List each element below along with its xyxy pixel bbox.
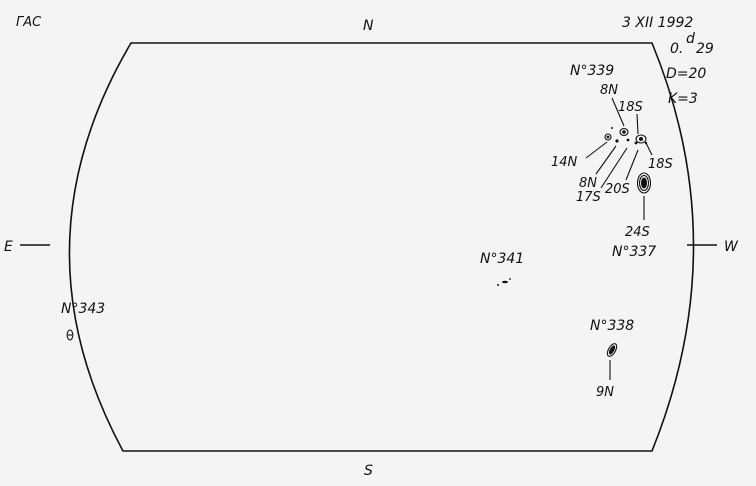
region-339-label: N°339 [570,63,614,79]
leader-17s [600,147,628,189]
spot-label-20s: 20S [605,182,630,197]
sunspot [619,127,629,137]
east-label: E [4,239,13,255]
observatory-label: ГАС [16,15,42,30]
leader-lines [585,97,653,380]
spot-label-14n: 14N [551,155,578,170]
spot-label-8n-lower: 8N [579,176,597,191]
leader-18s-right [645,142,653,156]
sunspot-umbra [641,177,647,189]
leader-14n [585,141,608,159]
sunspot-umbra [622,130,626,134]
phase-superscript: d [686,31,695,47]
sunspot-group-343 [66,329,74,341]
leader-8n-upper [611,97,625,127]
spot-label-18s-upper: 18S [618,100,643,115]
sunspot-umbra [639,137,643,141]
sunspot-umbra [611,127,613,129]
sunspot [635,134,647,144]
leader-18s-upper [636,113,639,135]
sunspot-umbra [644,141,648,145]
west-label: W [724,239,739,255]
sunspot-penumbra [636,172,652,194]
sunspot [66,329,74,341]
sunspot-umbra [608,345,616,355]
spot-label-17s: 17S [576,190,601,205]
sunspot-umbra [626,138,630,142]
sunspot [604,133,612,141]
north-label: N [363,18,374,34]
leader-8n-lower [595,145,617,175]
sunspot-group-337 [636,172,652,194]
spot-label-9n: 9N [596,385,614,400]
region-343-label: N°343 [61,301,105,317]
leader-20s [625,149,639,181]
d-parameter: D=20 [666,66,706,82]
sunspot-penumbra [606,343,618,357]
k-parameter: K=3 [668,91,698,107]
phase-value: 29 [696,41,714,57]
sunspot-group-338 [606,343,618,357]
spot-label-8n-upper: 8N [600,83,618,98]
sunspot-umbra [509,278,511,280]
observation-date: 3 XII 1992 [622,15,693,31]
region-341-label: N°341 [480,251,524,267]
sunspot-umbra [615,139,619,143]
sunspot-penumbra-inner [638,174,650,192]
spot-label-18s-right: 18S [648,157,673,172]
sunspot-group-339 [604,127,648,145]
sunspot-umbra [502,280,508,284]
region-338-label: N°338 [590,318,634,334]
sunspot-umbra [606,135,610,139]
solar-disk-outline [68,42,695,452]
sunspot-umbra [497,284,499,286]
south-label: S [364,463,373,479]
sunspot-group-341 [497,278,511,286]
spot-label-24s: 24S [625,225,650,240]
phase-prefix: 0. [670,41,683,57]
region-337-label: N°337 [612,244,656,260]
sunspot-umbra [634,141,638,145]
